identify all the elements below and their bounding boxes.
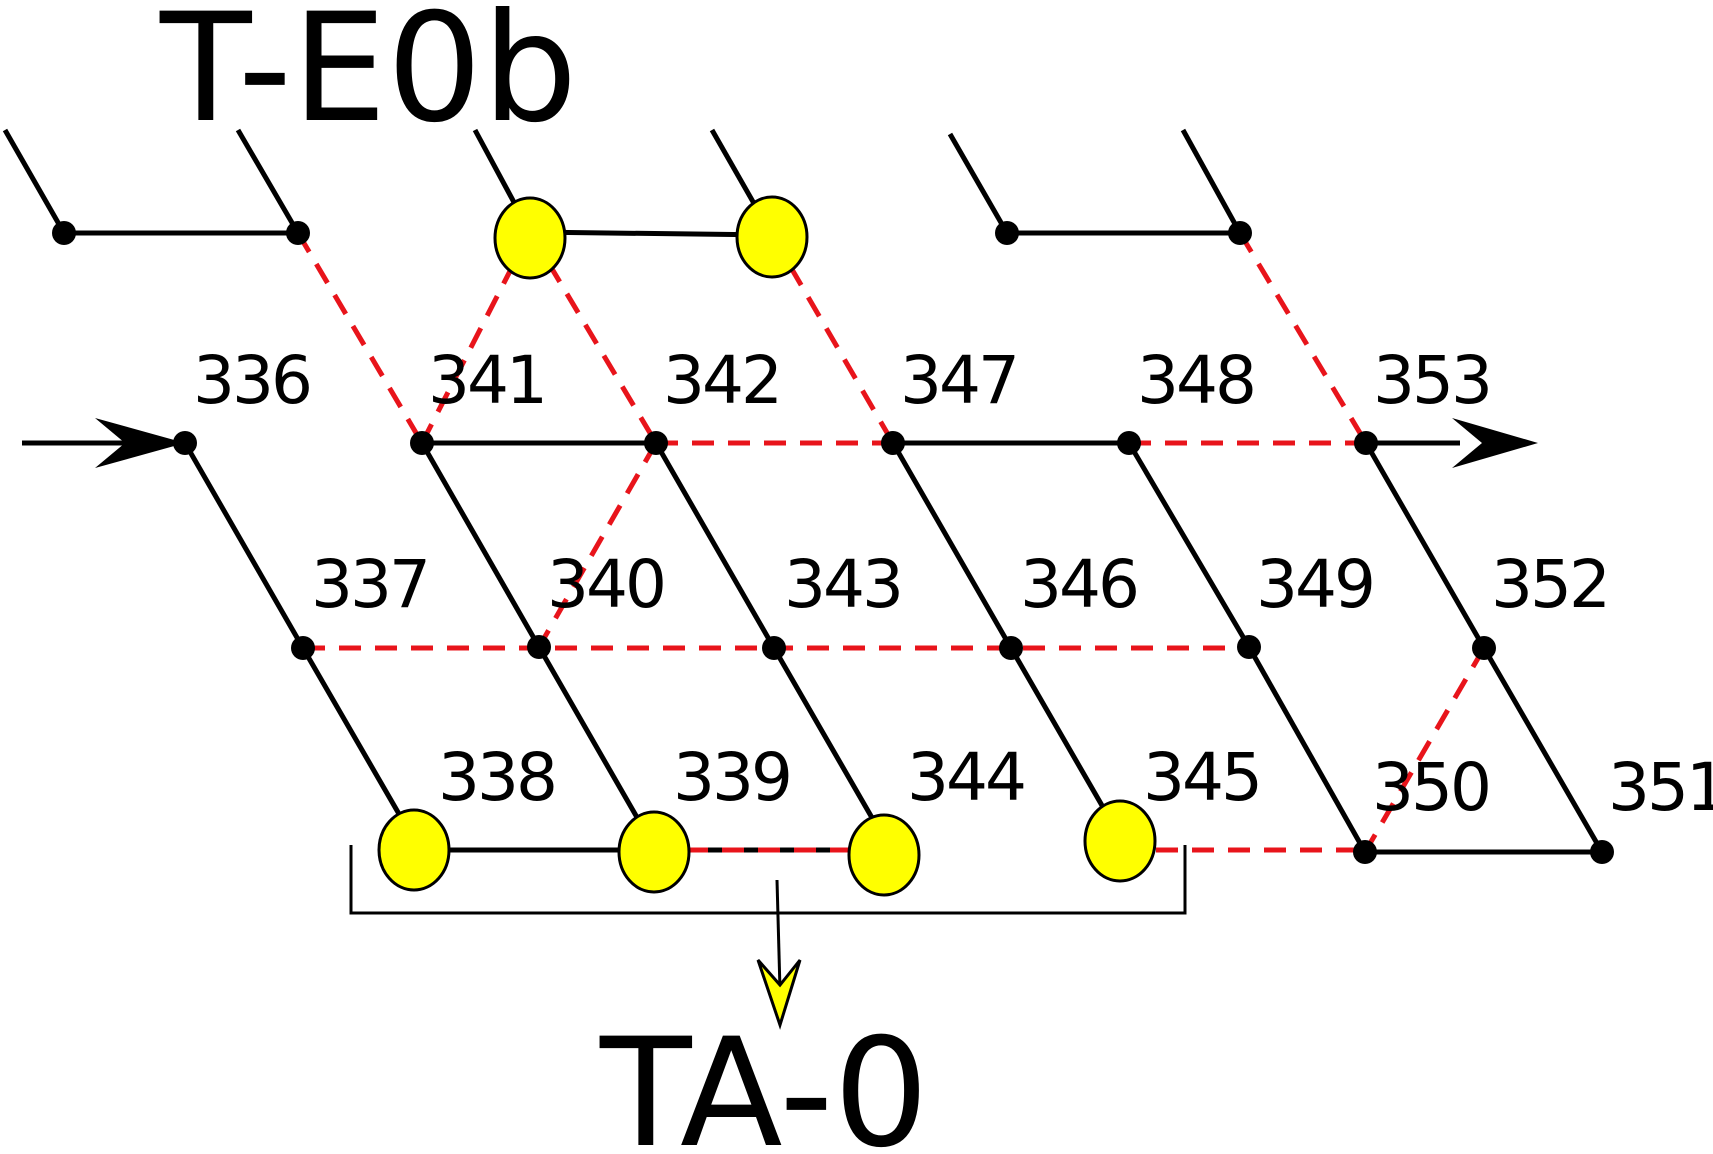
arrow-in-icon (95, 418, 185, 468)
node-label: 336 (193, 342, 310, 419)
arrow-out-icon (1452, 418, 1538, 468)
lattice-nodes (52, 221, 1614, 864)
node-label: 337 (311, 546, 428, 623)
highlighted-nodes (377, 195, 1157, 897)
node-label: 350 (1372, 749, 1489, 826)
node-label: 341 (428, 342, 545, 419)
node-label: 346 (1020, 546, 1137, 623)
node-label: 340 (547, 546, 664, 623)
node-label: 343 (784, 546, 901, 623)
node-label: 351 (1608, 749, 1713, 826)
top-title: T-E0b (159, 0, 577, 156)
arrow-down-icon (756, 959, 802, 1030)
bottom-title: TA-0 (599, 1007, 929, 1154)
node-label: 342 (663, 342, 780, 419)
top-row-edges (2, 128, 1243, 238)
node-label: 352 (1491, 546, 1608, 623)
selection-bracket (349, 845, 1187, 1030)
node-label: 347 (900, 342, 1017, 419)
node-label: 348 (1137, 342, 1254, 419)
node-label: 353 (1373, 342, 1490, 419)
node-label: 345 (1143, 739, 1260, 816)
node-labels: 336 337 338 339 340 341 342 343 344 345 … (193, 342, 1713, 826)
node-label: 344 (907, 739, 1024, 816)
node-label: 338 (438, 739, 555, 816)
lattice-solid-edges (22, 418, 1605, 855)
node-label: 339 (673, 739, 790, 816)
node-label: 349 (1256, 546, 1373, 623)
